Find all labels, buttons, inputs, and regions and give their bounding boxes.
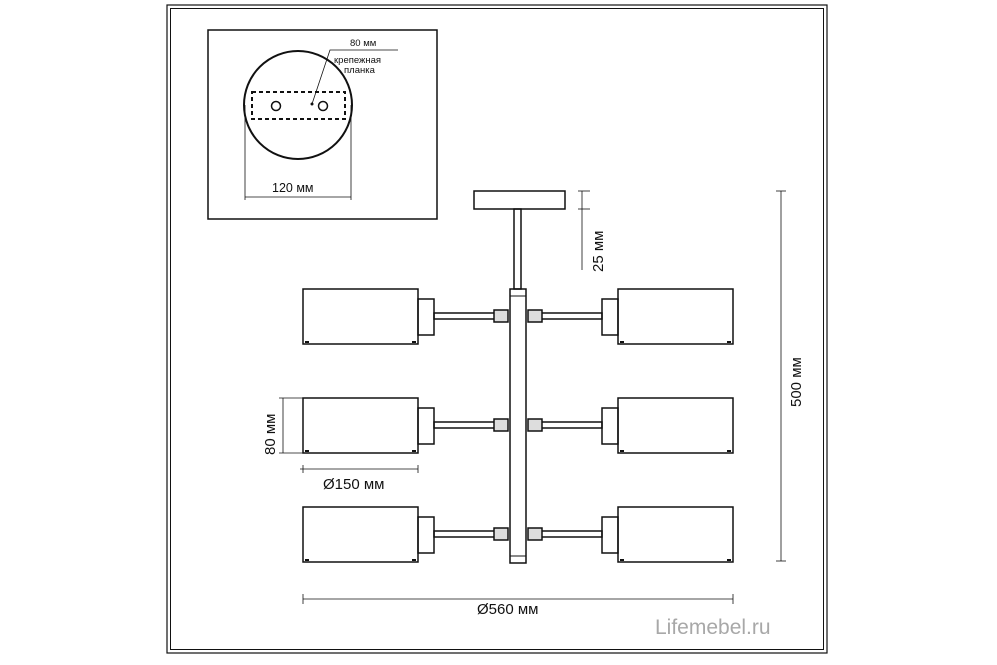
shade-height-dimension <box>279 397 303 454</box>
arm-row-top <box>433 309 603 323</box>
total-height-dimension <box>776 190 786 562</box>
mount-bar-name-label-2: планка <box>344 65 376 76</box>
total-height-label: 500 мм <box>788 357 805 407</box>
central-column <box>509 288 527 564</box>
total-diameter-dimension <box>302 594 734 604</box>
shade-diameter-label: Ø150 мм <box>323 476 385 493</box>
drawing-frame <box>166 4 828 654</box>
shade-height-label: 80 мм <box>262 414 279 455</box>
canopy-diameter-label: 120 мм <box>272 181 314 195</box>
watermark-text: Lifemebel.ru <box>655 616 771 639</box>
rod-drop-label: 25 мм <box>590 231 607 272</box>
down-rod <box>513 208 522 290</box>
rod-drop-dimension <box>578 190 590 270</box>
shade-left-middle <box>302 397 435 454</box>
shade-right-top <box>601 288 734 345</box>
mount-bar-name-label-1: крепежная <box>334 55 381 66</box>
shade-right-middle <box>601 397 734 454</box>
mount-hole-right <box>317 100 329 112</box>
arm-row-bottom <box>433 527 603 541</box>
canopy <box>473 190 566 210</box>
total-diameter-label: Ø560 мм <box>477 601 539 618</box>
mount-bar-spacing-label: 80 мм <box>350 38 376 49</box>
canopy-top-view <box>243 50 353 160</box>
mount-detail-inset: 80 мм крепежная планка 120 мм <box>207 29 438 220</box>
shade-right-bottom <box>601 506 734 563</box>
mount-bar-leader <box>311 49 398 105</box>
mount-hole-left <box>270 100 282 112</box>
chandelier-front-view <box>302 190 734 564</box>
shade-left-top <box>302 288 435 345</box>
shade-diameter-dimension <box>300 465 419 473</box>
mounting-bar-outline <box>251 91 346 120</box>
arm-row-middle <box>433 418 603 432</box>
shade-left-bottom <box>302 506 435 563</box>
